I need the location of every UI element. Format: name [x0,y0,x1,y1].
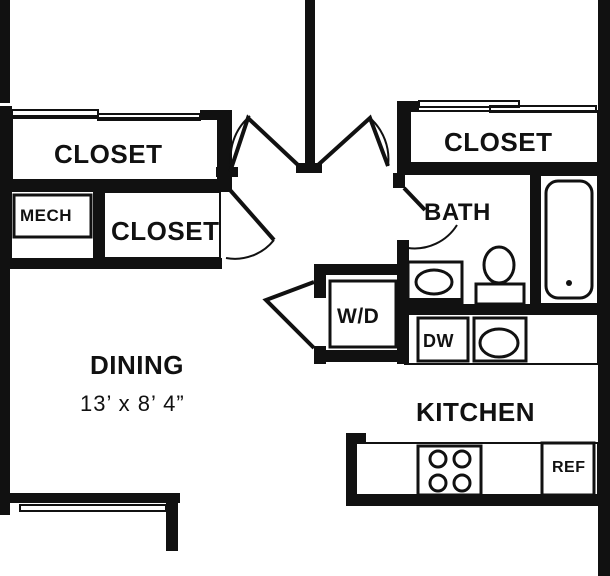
closet-outline [11,117,219,181]
closet-top-right-label: CLOSET [444,127,553,157]
wall [0,493,180,503]
wall [393,173,405,188]
sliding-door-track [97,113,201,121]
wall [218,110,232,192]
wall [0,106,12,118]
closet-outline [103,191,221,259]
wall [166,493,178,551]
tub-surround [539,174,599,305]
door-swing [262,280,316,350]
wall [530,175,540,307]
wall [200,110,232,120]
wall [93,190,104,262]
tub-drain [566,280,572,286]
door-swing [225,239,275,260]
closet-mid-label: CLOSET [111,216,220,246]
kitchen-sink [478,327,520,359]
wall [314,264,326,298]
bath-label: BATH [424,199,491,226]
sink-cabinet [472,316,528,363]
door-swing [402,186,427,212]
wall [397,101,419,111]
door-swing [229,115,251,171]
sliding-door-track [11,109,99,117]
wall [0,0,10,103]
dining-label: DINING [90,350,184,380]
mech-label: MECH [20,206,73,225]
fixture-dots [407,280,572,304]
sliding-door-track [418,100,520,108]
wall [296,163,322,173]
dining-dimensions: 13’ x 8’ 4” [80,391,185,416]
mech-unit [12,193,93,239]
door-swing [228,188,276,242]
wall [314,350,409,362]
wall [598,0,610,576]
toilet-tank [474,282,526,306]
wall [346,433,356,506]
wd-label: W/D [337,305,380,328]
wall [405,304,610,314]
burner [428,449,448,469]
closet-top-left-label: CLOSET [54,139,163,169]
door-swing [369,117,390,167]
wall [0,258,222,269]
sliding-door-track [19,504,167,512]
cooktop [416,444,483,497]
door-swing [407,224,458,250]
wall [216,167,238,177]
bathtub [544,179,594,300]
wall [305,0,315,170]
ref-label: REF [552,459,586,476]
toilet-bowl [482,245,516,285]
vanity-sink [414,268,454,296]
burner [452,473,472,493]
bath-counter [404,313,599,365]
fixtures [11,100,599,512]
sliding-door-track [489,105,597,113]
vanity-base [407,298,463,304]
washer-dryer [328,279,398,349]
wall [346,495,610,506]
burner [428,473,448,493]
wall [0,180,232,192]
wall [346,433,366,443]
dishwasher [416,316,470,363]
wall [314,264,409,275]
refrigerator [540,441,596,497]
wall [397,163,610,175]
wall [0,108,10,515]
burner [452,449,472,469]
kitchen-label: KITCHEN [416,397,536,427]
wall [0,118,12,268]
dw-label: DW [423,331,454,351]
